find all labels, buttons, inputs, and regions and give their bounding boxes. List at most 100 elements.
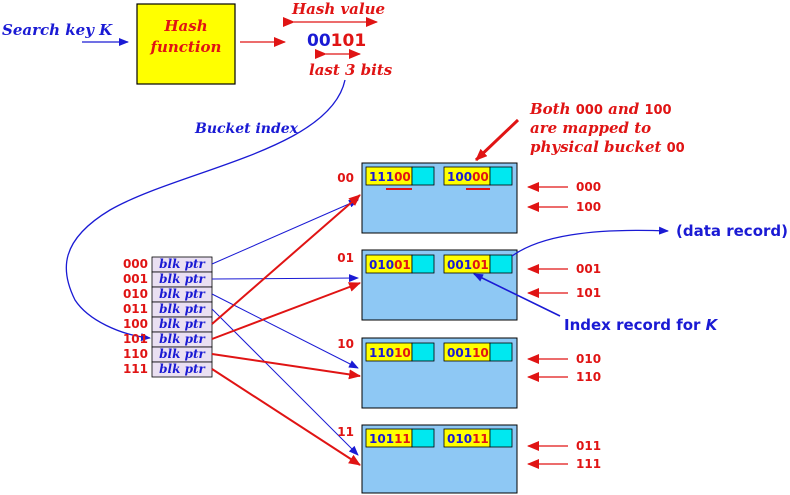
pointer-011 [211,308,359,456]
both-note-bucket: 00 [667,141,685,156]
directory: 000 blk ptr 001 blk ptr 010 blk ptr 011 … [123,256,213,378]
record-suffix: 01 [394,258,411,272]
index-record-text: Index record for [564,316,706,334]
mapped-index: 000 [576,180,601,194]
directory-cell-label: blk ptr [159,272,206,286]
pointer-001 [211,274,359,283]
data-record-arrow [511,226,669,257]
record-text: 00101 [447,258,489,272]
data-record-label: (data record) [676,222,788,240]
mapped-index: 010 [576,352,601,366]
record-text: 00110 [447,346,489,360]
both-note-line3: physical bucket 00 [530,138,685,156]
directory-index: 011 [123,302,148,316]
record-prefix: 001 [447,346,472,360]
both-note-text-a: Both [529,100,576,118]
record-text: 01011 [447,432,489,446]
directory-row: 001 blk ptr [123,271,213,288]
record-prefix: 100 [447,170,472,184]
bucket-index-label: Bucket index [194,121,299,137]
record-pointer [411,166,435,186]
record-prefix: 111 [369,170,394,184]
directory-index: 000 [123,257,148,271]
mapped-index: 100 [576,200,601,214]
index-record-k: K [706,316,719,334]
mapped-index: 110 [576,370,601,384]
search-key-label: Search key K [2,21,113,39]
record-suffix: 11 [472,432,489,446]
directory-cell-label: blk ptr [159,302,206,316]
directory-index: 100 [123,317,148,331]
bucket-01: 01 01001 00101 001 101 [337,249,601,321]
both-note-value-100: 100 [644,103,671,118]
directory-cell-label: blk ptr [159,362,206,376]
bucket-label: 10 [337,337,354,351]
pointer-101 [211,282,361,340]
record-pointer [489,342,513,362]
directory-index: 101 [123,332,148,346]
record-pointer [489,428,513,448]
mapped-index: 011 [576,439,601,453]
directory-row: 110 blk ptr [123,346,213,363]
record-suffix: 11 [394,432,411,446]
record-text: 11100 [369,170,411,184]
record-suffix: 10 [472,346,489,360]
both-note-text-c: and [603,100,645,118]
both-note-arrow [474,118,520,162]
pointer-110 [211,353,361,380]
bucket-10: 10 11010 00110 010 110 [337,337,601,409]
pointer-000 [211,199,359,265]
directory-cell-label: blk ptr [159,257,206,271]
hash-value-suffix: 101 [331,31,367,51]
hash-value: 00101 [307,31,366,51]
record-prefix: 010 [369,258,394,272]
record-text: 11010 [369,346,411,360]
record-prefix: 001 [447,258,472,272]
record-pointer [411,254,435,274]
bucket-00: 00 11100 10000 000 100 [337,162,601,234]
record-prefix: 110 [369,346,394,360]
both-note-value-000: 000 [576,103,603,118]
index-record-label: Index record for K [564,316,719,334]
record-suffix: 00 [472,170,489,184]
bucket-index-curve [65,79,346,342]
record-pointer [411,342,435,362]
hash-function-label-2: function [150,38,222,56]
bucket-label: 00 [337,171,354,185]
directory-cell-label: blk ptr [159,332,206,346]
record-pointer [411,428,435,448]
record-suffix: 10 [394,346,411,360]
mapped-index: 101 [576,286,601,300]
bucket-11: 11 10111 01011 011 111 [337,424,601,494]
mapped-index: 111 [576,457,601,471]
directory-row: 011 blk ptr [123,301,213,318]
directory-index: 111 [123,362,148,376]
record-pointer [489,254,513,274]
record-text: 10000 [447,170,489,184]
both-note-line1: Both 000 and 100 [529,100,672,118]
mapped-index: 001 [576,262,601,276]
directory-index: 001 [123,272,148,286]
bucket-label: 11 [337,425,354,439]
last-bits-label: last 3 bits [309,61,393,79]
directory-cell-label: blk ptr [159,287,206,301]
hash-value-label: Hash value [291,0,385,18]
directory-row: 101 blk ptr [123,331,213,348]
hash-function-box [136,3,236,85]
both-note-text-e: physical bucket [530,138,667,156]
both-note-line2: are mapped to [530,119,651,137]
directory-cell-label: blk ptr [159,317,206,331]
directory-row: 010 blk ptr [123,286,213,303]
record-suffix: 00 [394,170,411,184]
record-text: 10111 [369,432,411,446]
hash-value-prefix: 00 [307,31,331,51]
pointer-111 [211,368,361,466]
record-text: 01001 [369,258,411,272]
index-record-arrow [473,273,561,317]
record-prefix: 010 [447,432,472,446]
hash-function-label-1: Hash [163,17,207,35]
directory-row: 000 blk ptr [123,256,213,273]
pointer-100 [211,194,361,325]
bucket-label: 01 [337,251,354,265]
